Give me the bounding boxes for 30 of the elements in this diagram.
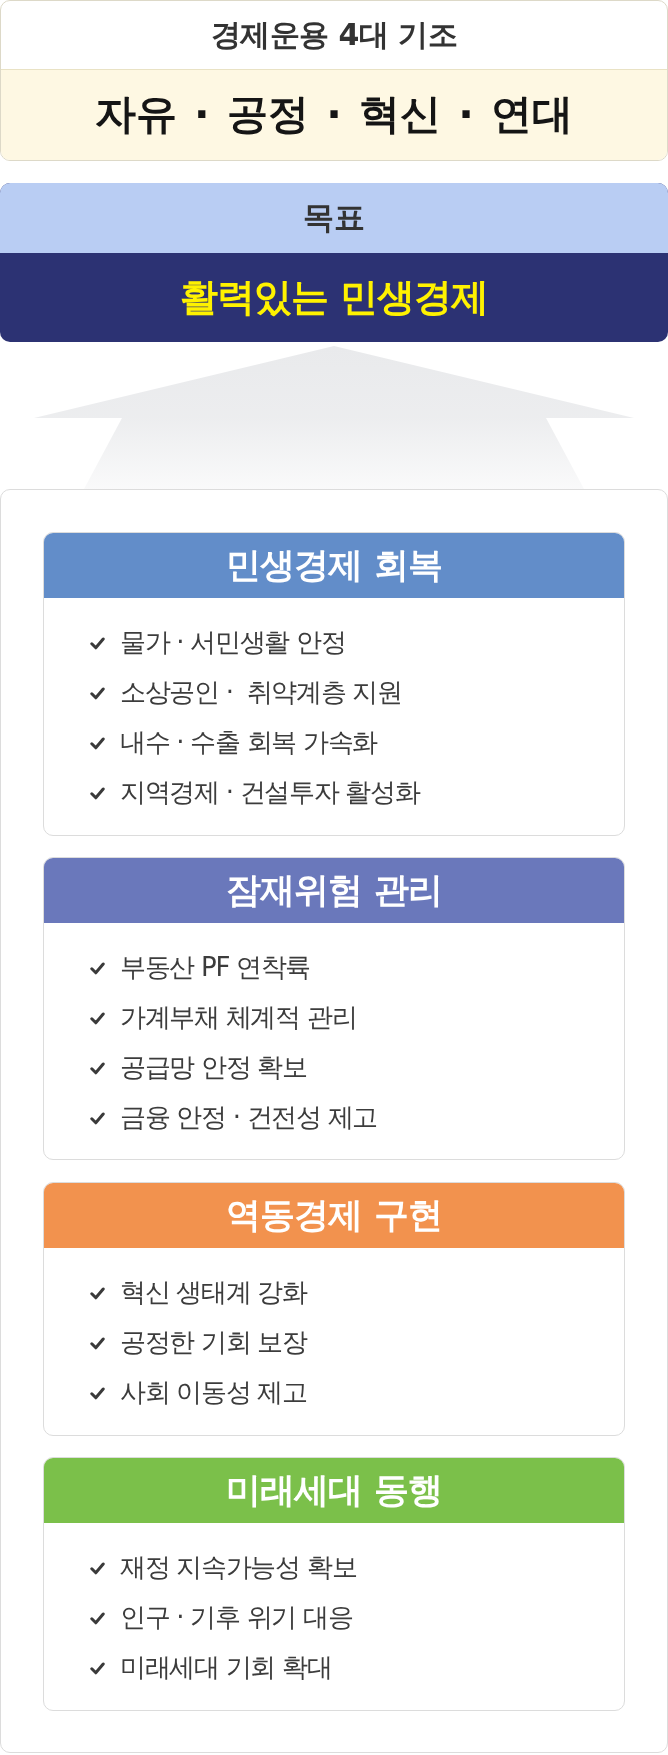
item-text: 사회 이동성 제고 [120, 1377, 307, 1409]
item-text: 소상공인 · 취약계층 지원 [120, 677, 402, 709]
goal-text: 활력있는 민생경제 [179, 274, 489, 321]
principles-text: 자유 · 공정 · 혁신 · 연대 [94, 90, 574, 140]
item-text: 부동산 PF 연착륙 [120, 952, 311, 984]
strategy-card [43, 1457, 625, 1711]
section-title: 잠재위험 관리 [226, 869, 442, 911]
section-title: 역동경제 구현 [226, 1194, 442, 1236]
item-text: 지역경제 · 건설투자 활성화 [120, 777, 420, 809]
item-text: 혁신 생태계 강화 [120, 1277, 307, 1309]
strategy-card [43, 532, 625, 836]
item-text: 인구 · 기후 위기 대응 [120, 1602, 353, 1634]
item-text: 재정 지속가능성 확보 [120, 1552, 357, 1584]
item-text: 공정한 기회 보장 [120, 1327, 307, 1359]
item-text: 가계부채 체계적 관리 [120, 1002, 357, 1034]
block-arrow [34, 346, 634, 489]
section-title: 민생경제 회복 [226, 544, 442, 586]
goal-card [0, 183, 668, 342]
item-text: 금융 안정 · 건전성 제고 [120, 1102, 378, 1134]
section-title: 미래세대 동행 [226, 1469, 442, 1511]
item-text: 미래세대 기회 확대 [120, 1652, 332, 1684]
card-title: 경제운용 4대 기조 [210, 17, 458, 53]
item-text: 내수 · 수출 회복 가속화 [120, 727, 378, 759]
item-text: 물가 · 서민생활 안정 [120, 627, 346, 659]
goal-label: 목표 [303, 199, 365, 237]
strategy-card [43, 857, 625, 1160]
strategy-card [43, 1182, 625, 1436]
content-panel [0, 489, 668, 1753]
principles-card [0, 0, 668, 161]
item-text: 공급망 안정 확보 [120, 1052, 307, 1084]
